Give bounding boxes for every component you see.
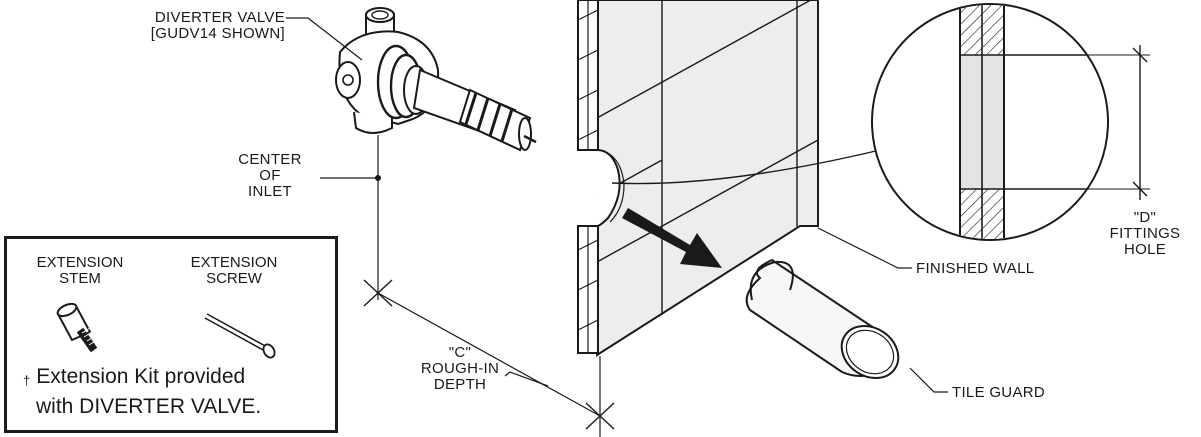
center-label-line2: OF [259,167,281,184]
screw-label-line2: SCREW [206,270,262,287]
stem-label-line2: STEM [59,270,101,287]
extension-kit-panel: EXTENSION STEM EXTENSION SCREW † Extensio… [4,236,338,433]
c-label-line3: DEPTH [433,376,487,393]
center-label-line3: INLET [247,183,292,200]
diverter-valve-illustration [335,7,537,152]
d-label-line1: "D" [1133,209,1157,226]
center-of-inlet-label: CENTER OF INLET [225,152,315,200]
kit-note-line2: with DIVERTER VALVE. [36,395,262,418]
extension-stem-label: EXTENSION STEM [25,255,135,287]
center-of-inlet-line [320,135,381,300]
extension-stem-icon [56,302,98,353]
extension-screw-label: EXTENSION SCREW [175,255,293,287]
d-fittings-hole-label: "D" FITTINGS HOLE [1095,210,1195,258]
direction-arrow-icon [622,208,722,268]
c-dimension [363,279,615,437]
d-label-line3: HOLE [1123,241,1167,258]
detail-circle [871,3,1109,241]
kit-note-line1: Extension Kit provided [36,365,246,388]
c-rough-in-depth-label: "C" ROUGH-IN DEPTH [410,345,510,393]
c-label-line1: "C" [448,344,472,361]
extension-screw-icon [204,313,276,359]
center-label-line1: CENTER [238,151,302,168]
stem-label-line1: EXTENSION [36,254,124,271]
c-label-line2: ROUGH-IN [420,360,500,377]
diverter-valve-label-line1: DIVERTER VALVE [154,9,285,26]
extension-parts-drawing [56,302,276,359]
tile-guard-illustration [745,258,900,380]
tile-guard-label: TILE GUARD [952,384,1046,401]
finished-wall [577,0,819,357]
diverter-valve-label-line2: [GUDV14 SHOWN] [150,25,285,42]
d-dimension [1004,45,1150,200]
diverter-valve-label: DIVERTER VALVE [GUDV14 SHOWN] [100,10,285,42]
dagger-mark: † [23,373,31,388]
finished-wall-label: FINISHED WALL [916,260,1035,277]
d-label-line2: FITTINGS [1109,225,1181,242]
extension-kit-note: † Extension Kit provided with DIVERTER VA… [23,362,333,422]
screw-label-line1: EXTENSION [190,254,278,271]
